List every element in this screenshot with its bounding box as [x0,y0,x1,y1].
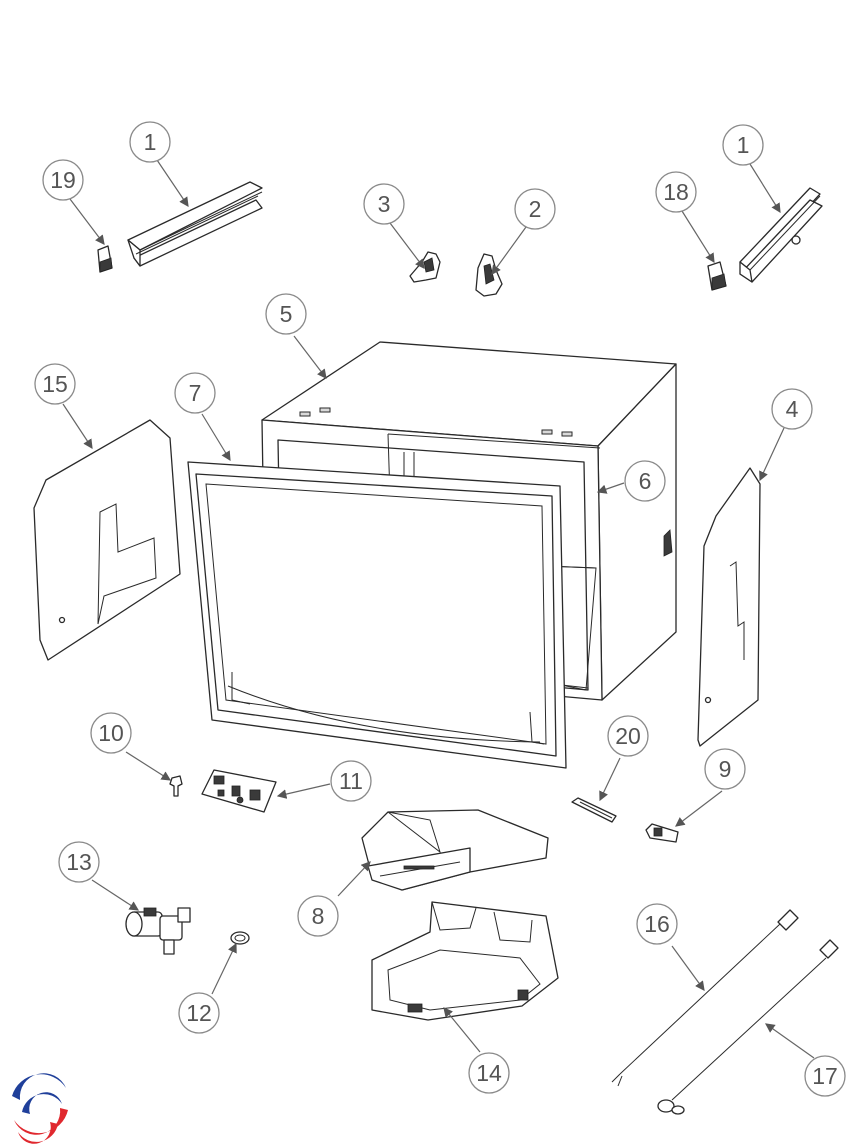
part-12-clamp [230,931,250,945]
svg-text:11: 11 [339,768,363,794]
callout-10: 10 [90,712,132,754]
callout-2: 2 [514,188,556,230]
svg-text:16: 16 [644,911,670,937]
callout-5: 5 [265,293,307,335]
svg-text:19: 19 [50,167,76,193]
callout-16: 16 [636,903,678,945]
callout-17: 17 [804,1055,846,1097]
part-20-strip [571,797,617,823]
part-19-end-cap [97,245,113,273]
svg-text:1: 1 [737,132,750,158]
part-3-bracket [409,251,441,283]
callout-6: 6 [624,460,666,502]
svg-text:10: 10 [98,720,124,746]
part-4-side-panel [697,467,761,747]
leader-lines [62,159,815,1059]
svg-text:4: 4 [786,396,799,422]
svg-text:9: 9 [719,756,732,782]
callout-1: 1 [129,121,171,163]
part-8-housing [361,809,549,891]
callout-1: 1 [722,124,764,166]
callout-14: 14 [468,1052,510,1094]
part-16-power-cord [611,909,799,1087]
svg-text:6: 6 [639,468,652,494]
part-17-hose [657,939,839,1115]
part-2-bracket [475,253,503,297]
callout-12: 12 [178,992,220,1034]
svg-text:2: 2 [529,196,542,222]
svg-text:12: 12 [186,1000,212,1026]
part-15-side-panel [33,419,181,661]
callout-3: 3 [363,183,405,225]
part-18-end-cap [707,261,727,291]
svg-text:13: 13 [66,849,92,875]
svg-text:3: 3 [378,191,391,217]
part-1-left-rail [127,181,263,267]
callout-13: 13 [58,841,100,883]
svg-text:17: 17 [812,1063,838,1089]
callout-20: 20 [607,715,649,757]
callout-19: 19 [42,159,84,201]
svg-text:15: 15 [42,371,68,397]
callout-8: 8 [297,895,339,937]
callout-15: 15 [34,363,76,405]
svg-text:5: 5 [280,301,293,327]
svg-text:18: 18 [663,179,689,205]
callout-11: 11 [330,760,372,802]
svg-text:1: 1 [144,129,157,155]
svg-text:7: 7 [189,380,202,406]
part-14-base-tray [371,901,559,1021]
callout-7: 7 [174,372,216,414]
svg-text:8: 8 [312,903,325,929]
part-9-switch [645,823,679,843]
brand-logo [12,1073,68,1144]
callout-9: 9 [704,748,746,790]
callout-18: 18 [655,171,697,213]
callout-4: 4 [771,388,813,430]
svg-text:14: 14 [476,1060,502,1086]
part-7-frame [187,461,567,769]
part-11-circuit-board [201,769,277,813]
svg-text:20: 20 [615,723,641,749]
part-13-valve [125,907,191,955]
part-1-right-rail [739,187,823,283]
part-10-clip [169,775,183,797]
